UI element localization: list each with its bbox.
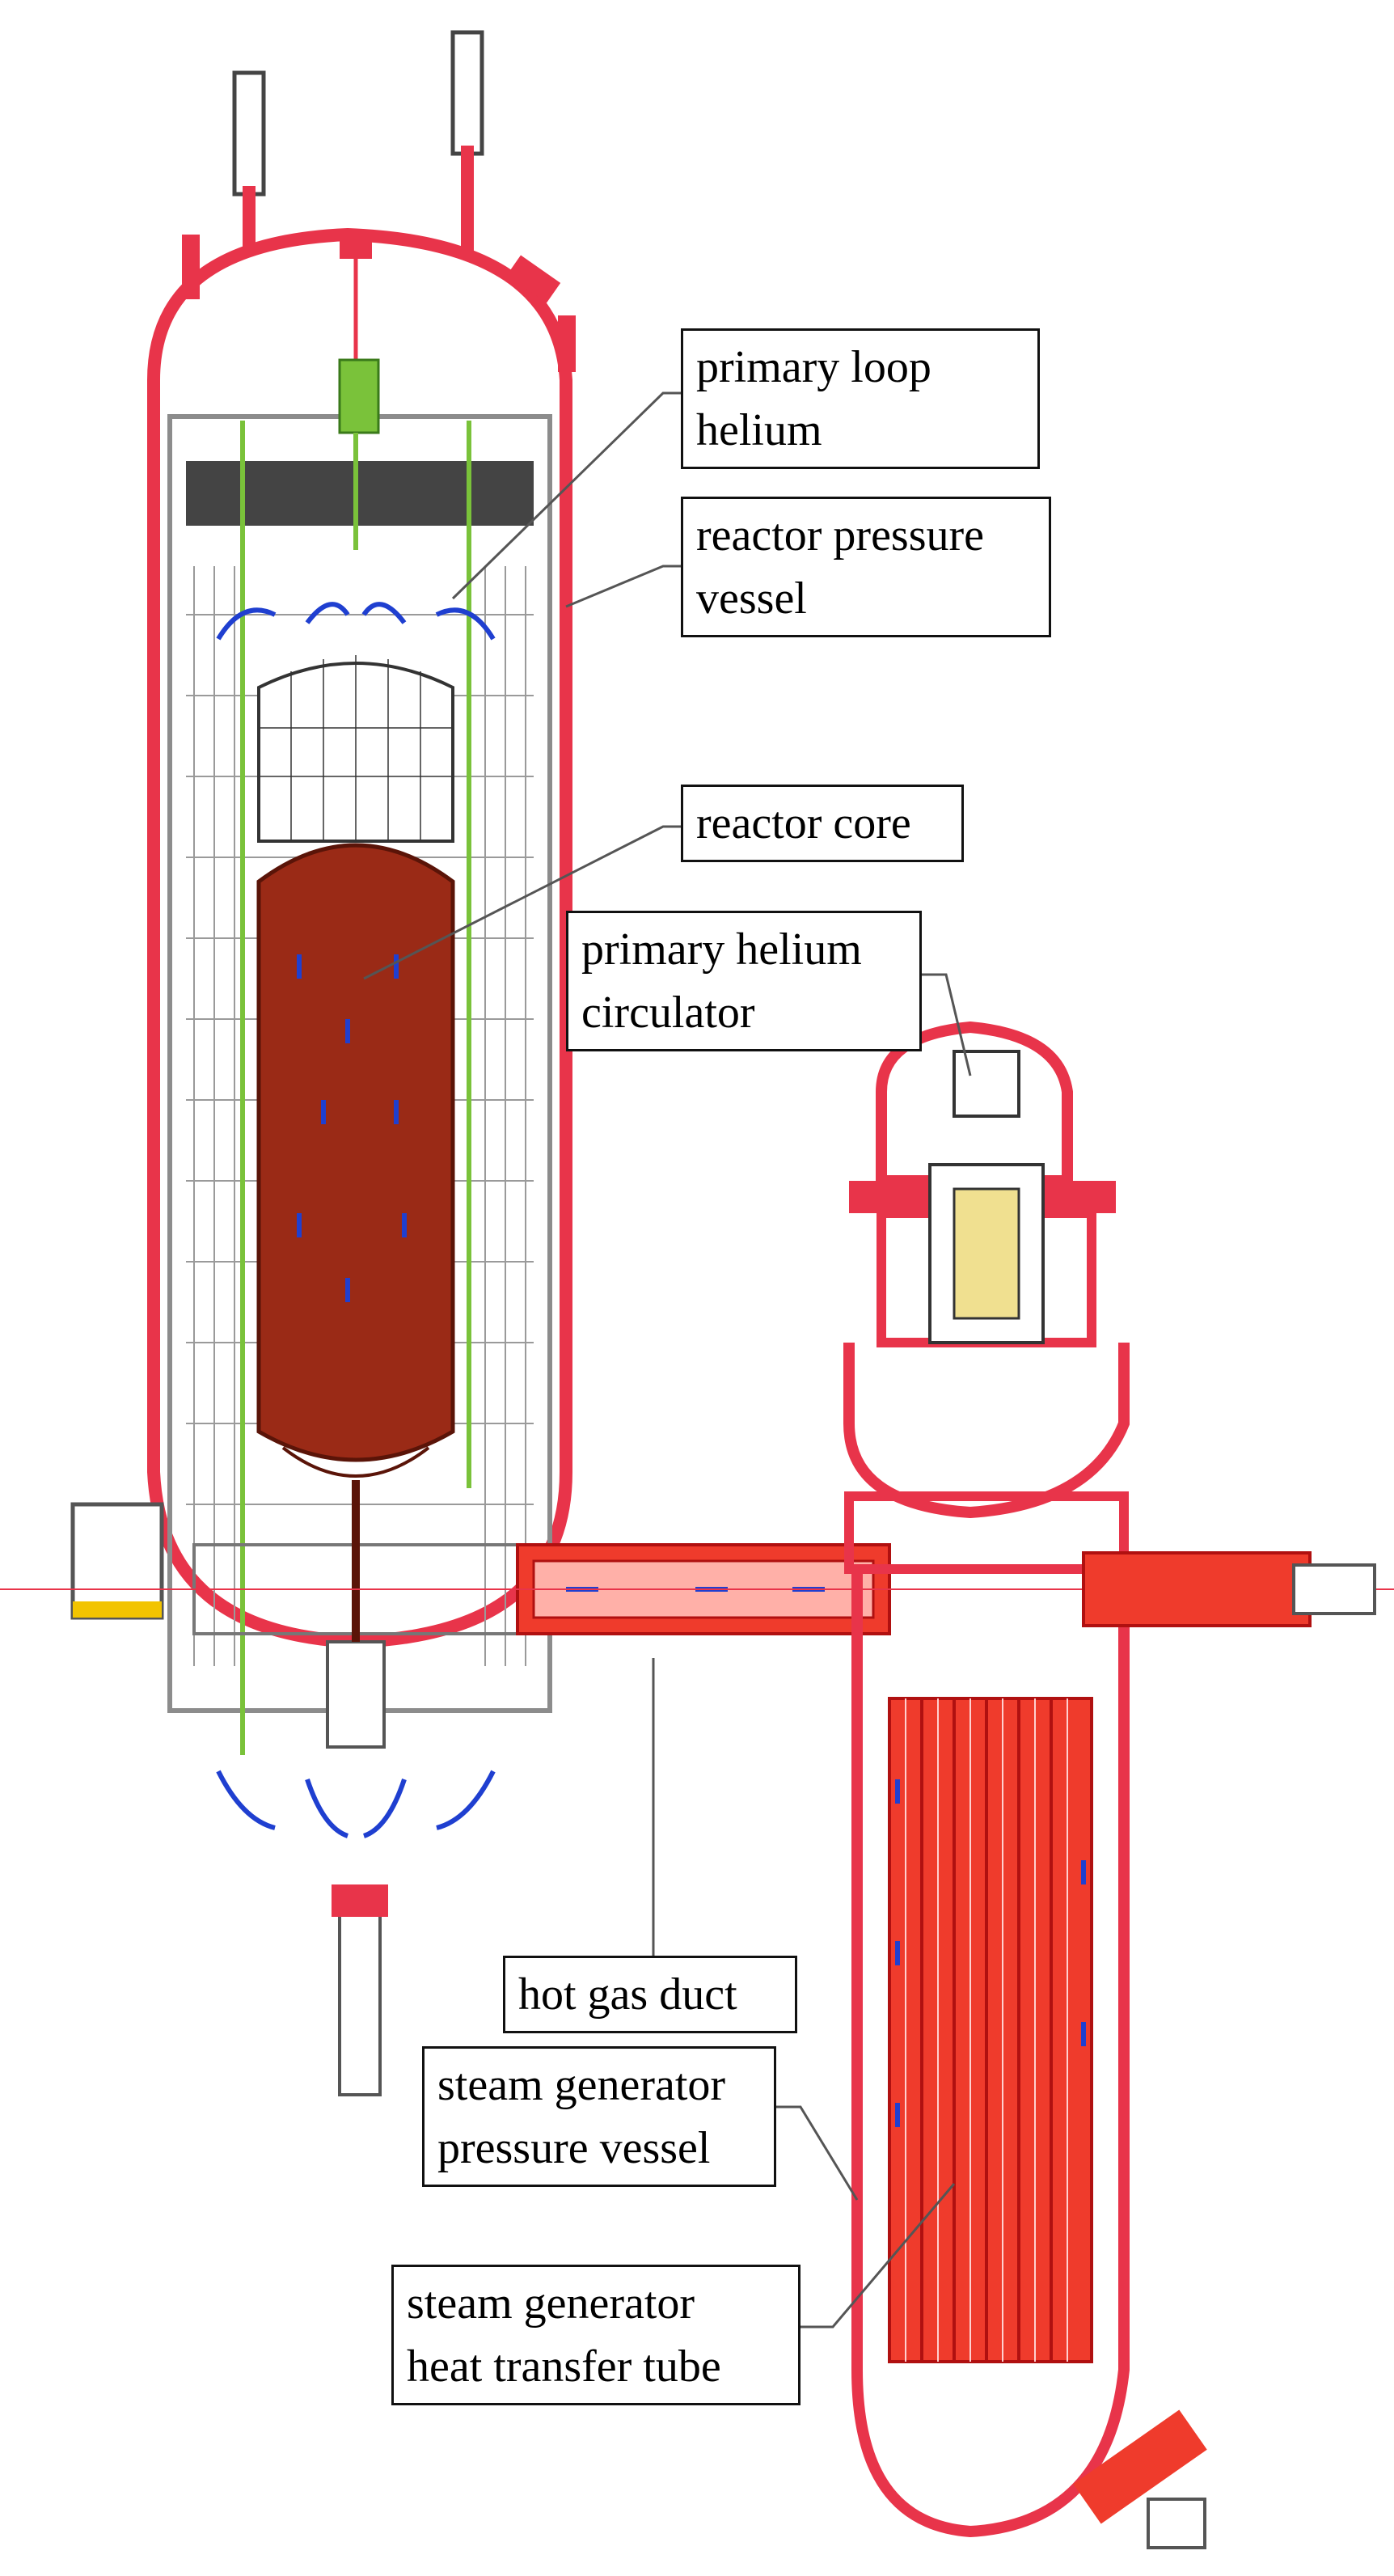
label-reactor-pressure-vessel: reactor pressure vessel [681, 497, 1051, 637]
leader-reactor-core [363, 825, 681, 980]
leader-primary-loop-helium [451, 391, 681, 600]
label-line: vessel [696, 573, 807, 624]
label-line: pressure vessel [437, 2123, 711, 2173]
label-line: reactor pressure [696, 510, 985, 560]
leader-primary-helium-circulator [922, 973, 972, 1077]
leader-lines [363, 391, 972, 2329]
steam-generator [844, 1491, 1376, 2549]
label-line: primary loop [696, 342, 931, 392]
label-line: hot gas duct [518, 1969, 737, 2020]
label-reactor-core: reactor core [681, 785, 964, 862]
leader-steam-generator-heat-transfer-tube [800, 2183, 956, 2329]
label-primary-loop-helium: primary loop helium [681, 328, 1040, 469]
primary-helium-circulator [843, 1021, 1130, 1519]
label-line: heat transfer tube [407, 2341, 721, 2392]
reactor-internals [70, 358, 552, 2096]
label-hot-gas-duct: hot gas duct [503, 1956, 797, 2033]
label-line: steam generator [407, 2278, 695, 2329]
label-line: reactor core [696, 798, 911, 848]
reactor-core [256, 843, 455, 1642]
hot-gas-duct [0, 1543, 1394, 1635]
leader-reactor-pressure-vessel [565, 565, 681, 608]
label-line: primary helium [581, 924, 862, 975]
label-line: circulator [581, 988, 755, 1038]
label-primary-helium-circulator: primary helium circulator [566, 911, 922, 1051]
helium-flow-arrows [216, 602, 496, 1838]
label-steam-generator-heat-transfer-tube: steam generator heat transfer tube [391, 2265, 800, 2405]
label-line: steam generator [437, 2060, 726, 2110]
leader-steam-generator-pressure-vessel [776, 2105, 859, 2201]
reactor-pressure-vessel [147, 30, 576, 1649]
label-line: helium [696, 405, 822, 455]
label-steam-generator-pressure-vessel: steam generator pressure vessel [422, 2046, 776, 2187]
